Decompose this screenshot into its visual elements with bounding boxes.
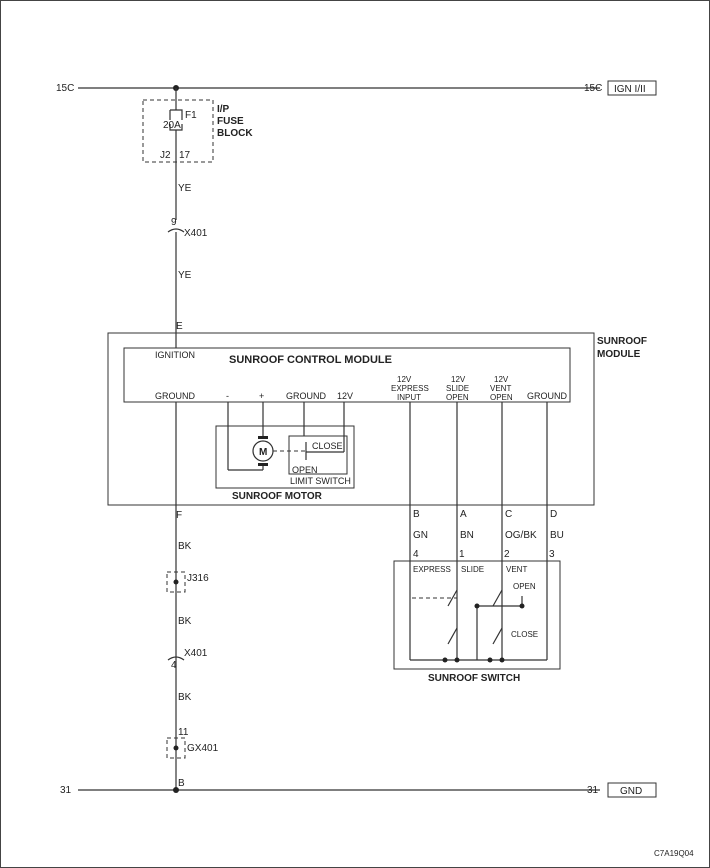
pin-b: B: [413, 509, 420, 520]
fuse-conn: J2: [160, 150, 171, 161]
express-label-2: EXPRESS: [391, 384, 429, 393]
gx401-outline: [166, 737, 186, 759]
limit-switch-label: LIMIT SWITCH: [290, 476, 351, 486]
close-label: CLOSE: [312, 441, 343, 451]
bus-top-left-label: 15C: [56, 83, 74, 94]
gnd-tag-box: [607, 782, 657, 798]
pin-a: A: [460, 509, 467, 520]
x401-bot-pin: 4: [171, 660, 177, 671]
slide-label-1: 12V: [451, 375, 466, 384]
switch-close-label: CLOSE: [511, 630, 538, 639]
bus-top-right-label: 15C: [584, 83, 602, 94]
vent-label-3: OPEN: [490, 393, 513, 402]
wire-ye-2: YE: [178, 270, 192, 281]
fuse-name: F1: [185, 110, 197, 121]
control-module-box: [123, 347, 571, 403]
bus-bottom-right-label: 31: [587, 785, 599, 796]
pin-b-bottom-label: B: [178, 778, 185, 789]
fuse-pin: 17: [179, 150, 191, 161]
wire-ye-1: YE: [178, 183, 192, 194]
pin-d: D: [550, 509, 557, 520]
wire-gn-label: GN: [413, 530, 428, 541]
x401-bot-label: X401: [184, 648, 208, 659]
motor-minus-label: -: [226, 391, 229, 401]
ign-tag-box: [607, 80, 657, 96]
wire-ogbk-label: OG/BK: [505, 530, 537, 541]
fuse-block-label-2: FUSE: [217, 116, 244, 127]
gx401-pin: 11: [178, 727, 189, 738]
wire-bk-2: BK: [178, 616, 192, 627]
module-outer-label-1: SUNROOF: [597, 336, 647, 347]
module-outer-label-2: MODULE: [597, 349, 641, 360]
ignition-label: IGNITION: [155, 350, 195, 360]
fuse-block-label-1: I/P: [217, 104, 230, 115]
switch-vent-label: VENT: [506, 565, 527, 574]
switch-express-label: EXPRESS: [413, 565, 451, 574]
express-label-1: 12V: [397, 375, 412, 384]
sunroof-module-box: [107, 332, 595, 506]
pin-c: C: [505, 509, 512, 520]
switch-slide-label: SLIDE: [461, 565, 484, 574]
ign-tag: IGN I/II: [614, 84, 646, 95]
switch-open-label: OPEN: [513, 582, 536, 591]
bus-bottom-left-label: 31: [60, 785, 72, 796]
x401-top-connector: [167, 228, 185, 233]
ground2-label: GROUND: [527, 391, 567, 401]
express-label-3: INPUT: [397, 393, 421, 402]
diagram-code: C7A19Q04: [654, 849, 694, 858]
gnd-tag: GND: [620, 786, 642, 797]
vent-label-2: VENT: [490, 384, 511, 393]
motor-m-label: M: [259, 447, 267, 458]
wire-bn-label: BN: [460, 530, 474, 541]
wire-bu-label: BU: [550, 530, 564, 541]
j316-outline: [166, 571, 186, 593]
switch-pin-4: 4: [413, 549, 419, 560]
motor-box: [215, 425, 355, 489]
pin-e-label: E: [176, 321, 183, 332]
j316-label: J316: [187, 573, 209, 584]
wire-bk-3: BK: [178, 692, 192, 703]
motor-ground-label: GROUND: [286, 391, 326, 401]
x401-top-label: X401: [184, 228, 208, 239]
switch-title: SUNROOF SWITCH: [428, 673, 520, 684]
ground-label: GROUND: [155, 391, 195, 401]
motor-title: SUNROOF MOTOR: [232, 491, 323, 502]
limit-switch-box: [288, 435, 348, 475]
slide-label-2: SLIDE: [446, 384, 469, 393]
fuse-symbol: [169, 109, 183, 120]
control-module-title: SUNROOF CONTROL MODULE: [229, 354, 392, 366]
motor-plus-label: +: [259, 391, 264, 401]
open-label: OPEN: [292, 465, 318, 475]
fuse-block-label-3: BLOCK: [217, 128, 253, 139]
gx401-label: GX401: [187, 743, 219, 754]
x401-top-pin: 9: [171, 217, 177, 228]
bottom-junction: [173, 787, 179, 793]
sunroof-switch-box: [393, 560, 561, 670]
vent-label-1: 12V: [494, 375, 509, 384]
x401-bot-connector: [167, 656, 185, 661]
fuse-block-outline: [142, 99, 214, 163]
pin-f-label: F: [176, 510, 182, 521]
switch-pin-3: 3: [549, 549, 555, 560]
switch-pin-1: 1: [459, 549, 465, 560]
fuse-rating: 20A: [163, 120, 181, 131]
wire-bk-1: BK: [178, 541, 192, 552]
motor-12v-label: 12V: [337, 391, 353, 401]
slide-label-3: OPEN: [446, 393, 469, 402]
switch-pin-2: 2: [504, 549, 510, 560]
